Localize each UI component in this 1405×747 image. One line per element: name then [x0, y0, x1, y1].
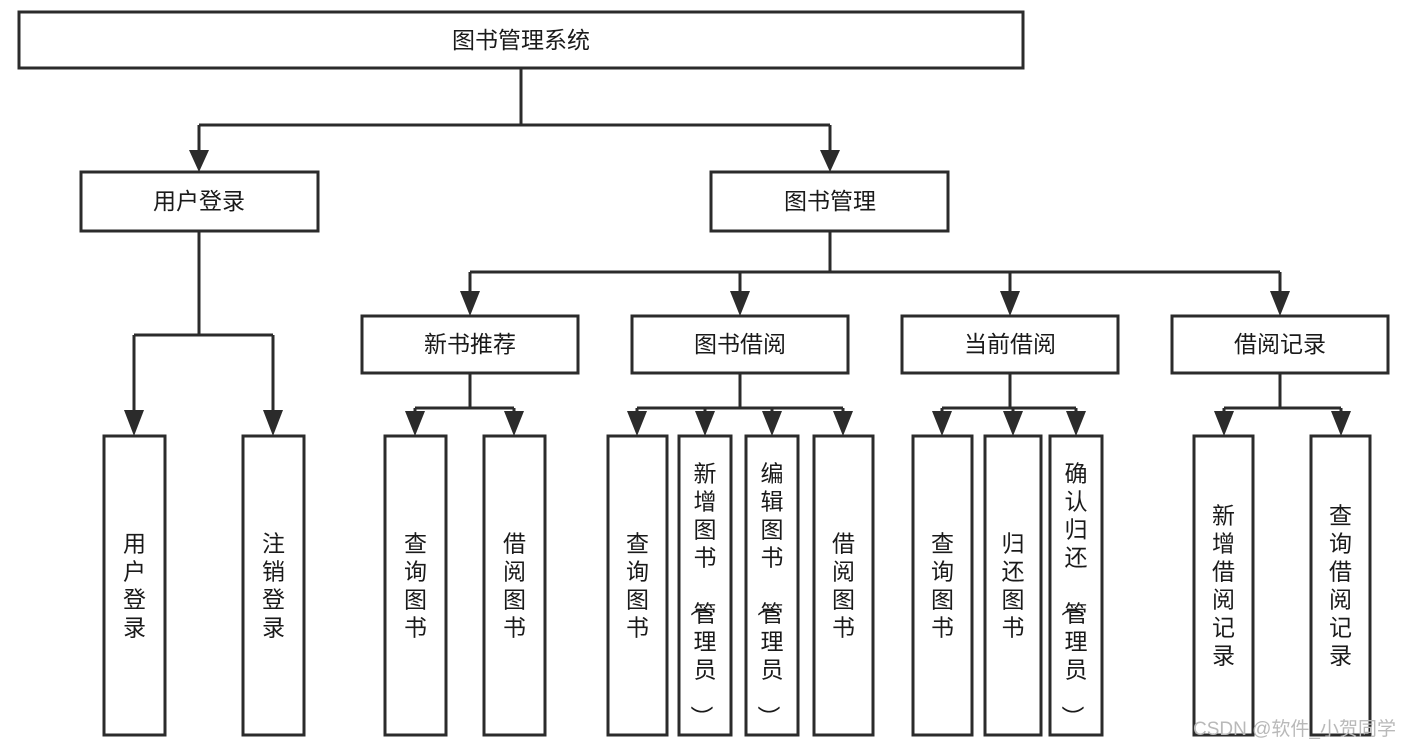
node-book-borrow-label: 图书借阅 — [694, 331, 786, 357]
arrow-nbr-to-leaf1 — [405, 411, 425, 436]
arrow-user-login-to-leaf1 — [124, 410, 144, 436]
node-user-login[interactable]: 用户登录 — [79, 170, 320, 233]
arrow-user-login-to-leaf2 — [263, 410, 283, 436]
node-leaf-query-book-recommend[interactable]: 查询图书 — [383, 434, 448, 737]
node-leaf-user-login[interactable]: 用户登录 — [102, 434, 167, 737]
arrow-root-to-book-management — [820, 150, 840, 172]
node-book-borrow[interactable]: 图书借阅 — [630, 314, 850, 375]
node-leaf-query-borrow-record[interactable]: 查询借阅记录 — [1309, 434, 1372, 737]
csdn-watermark: CSDN @软件_小贺同学 — [1193, 718, 1396, 740]
node-leaf-borrow-book-recommend-box[interactable] — [482, 434, 547, 737]
arrow-br-to-leaf1 — [1214, 411, 1234, 436]
node-leaf-add-borrow-record-label: 新增借阅记录 — [1212, 503, 1235, 669]
node-leaf-add-borrow-record-box[interactable] — [1192, 434, 1255, 737]
node-current-borrow-box[interactable] — [900, 314, 1120, 375]
node-leaf-query-borrow-record-label: 查询借阅记录 — [1329, 503, 1352, 669]
leaf-node-layer: 用户登录 注销登录 查询图书 借阅图书 查询图书 新增图书（管理员） 编辑图书（管理员） 借阅… — [102, 434, 1372, 737]
node-leaf-borrow-book-label: 借阅图书 — [832, 531, 855, 641]
node-leaf-confirm-return-admin-box[interactable] — [1048, 434, 1104, 737]
node-book-management-label: 图书管理 — [784, 188, 876, 214]
node-root-box[interactable] — [17, 10, 1025, 70]
node-leaf-add-book-admin-label: 新增图书（管理员） — [689, 461, 717, 729]
node-leaf-user-login-box[interactable] — [102, 434, 167, 737]
node-leaf-borrow-book-box[interactable] — [812, 434, 875, 737]
arrow-bb-to-leaf2 — [695, 411, 715, 436]
arrow-bm-to-borrow-record — [1270, 291, 1290, 316]
arrow-bb-to-leaf3 — [762, 411, 782, 436]
arrow-bm-to-book-borrow — [730, 291, 750, 316]
node-borrow-record[interactable]: 借阅记录 — [1170, 314, 1390, 375]
arrow-root-to-user-login — [189, 150, 209, 172]
node-leaf-logout-label: 注销登录 — [262, 531, 285, 641]
arrow-bm-to-current-borrow — [1000, 291, 1020, 316]
node-leaf-return-book[interactable]: 归还图书 — [983, 434, 1043, 737]
node-book-management-box[interactable] — [709, 170, 950, 233]
node-book-borrow-box[interactable] — [630, 314, 850, 375]
node-borrow-record-label: 借阅记录 — [1234, 331, 1326, 357]
node-leaf-logout-box[interactable] — [241, 434, 306, 737]
node-book-management[interactable]: 图书管理 — [709, 170, 950, 233]
arrow-cb-to-leaf3 — [1066, 411, 1086, 436]
node-new-book-recommend[interactable]: 新书推荐 — [360, 314, 580, 375]
node-leaf-add-borrow-record[interactable]: 新增借阅记录 — [1192, 434, 1255, 737]
arrow-br-to-leaf2 — [1331, 411, 1351, 436]
node-current-borrow-label: 当前借阅 — [964, 331, 1056, 357]
node-borrow-record-box[interactable] — [1170, 314, 1390, 375]
node-leaf-query-book-recommend-box[interactable] — [383, 434, 448, 737]
node-leaf-return-book-label: 归还图书 — [1002, 531, 1025, 641]
node-leaf-return-book-box[interactable] — [983, 434, 1043, 737]
node-new-book-recommend-label: 新书推荐 — [424, 331, 516, 357]
connector-layer — [124, 68, 1351, 436]
node-leaf-query-book-borrow-box[interactable] — [606, 434, 669, 737]
node-leaf-user-login-label: 用户登录 — [123, 531, 146, 641]
node-leaf-query-book-borrow[interactable]: 查询图书 — [606, 434, 669, 737]
node-leaf-query-book-current-label: 查询图书 — [931, 531, 954, 641]
arrow-bb-to-leaf4 — [833, 411, 853, 436]
arrow-bm-to-new-book-recommend — [460, 291, 480, 316]
node-leaf-query-book-current-box[interactable] — [911, 434, 974, 737]
arrow-cb-to-leaf2 — [1003, 411, 1023, 436]
arrow-cb-to-leaf1 — [932, 411, 952, 436]
node-leaf-confirm-return-admin-label: 确认归还（管理员） — [1060, 461, 1088, 729]
node-leaf-query-book-borrow-label: 查询图书 — [626, 531, 649, 641]
node-leaf-add-book-admin-box[interactable] — [677, 434, 733, 737]
node-leaf-add-book-admin[interactable]: 新增图书（管理员） — [677, 434, 733, 737]
node-leaf-borrow-book[interactable]: 借阅图书 — [812, 434, 875, 737]
node-leaf-borrow-book-recommend[interactable]: 借阅图书 — [482, 434, 547, 737]
node-user-login-box[interactable] — [79, 170, 320, 233]
node-leaf-edit-book-admin[interactable]: 编辑图书（管理员） — [744, 434, 800, 737]
arrow-nbr-to-leaf2 — [504, 411, 524, 436]
node-user-login-label: 用户登录 — [153, 188, 245, 214]
node-leaf-query-book-recommend-label: 查询图书 — [404, 531, 427, 641]
node-new-book-recommend-box[interactable] — [360, 314, 580, 375]
node-leaf-logout[interactable]: 注销登录 — [241, 434, 306, 737]
node-leaf-borrow-book-recommend-label: 借阅图书 — [503, 531, 526, 641]
node-leaf-edit-book-admin-label: 编辑图书（管理员） — [756, 461, 784, 729]
node-leaf-edit-book-admin-box[interactable] — [744, 434, 800, 737]
node-root[interactable]: 图书管理系统 — [17, 10, 1025, 70]
node-root-label: 图书管理系统 — [452, 27, 590, 53]
node-current-borrow[interactable]: 当前借阅 — [900, 314, 1120, 375]
node-leaf-query-borrow-record-box[interactable] — [1309, 434, 1372, 737]
node-leaf-query-book-current[interactable]: 查询图书 — [911, 434, 974, 737]
node-leaf-confirm-return-admin[interactable]: 确认归还（管理员） — [1048, 434, 1104, 737]
arrow-bb-to-leaf1 — [627, 411, 647, 436]
